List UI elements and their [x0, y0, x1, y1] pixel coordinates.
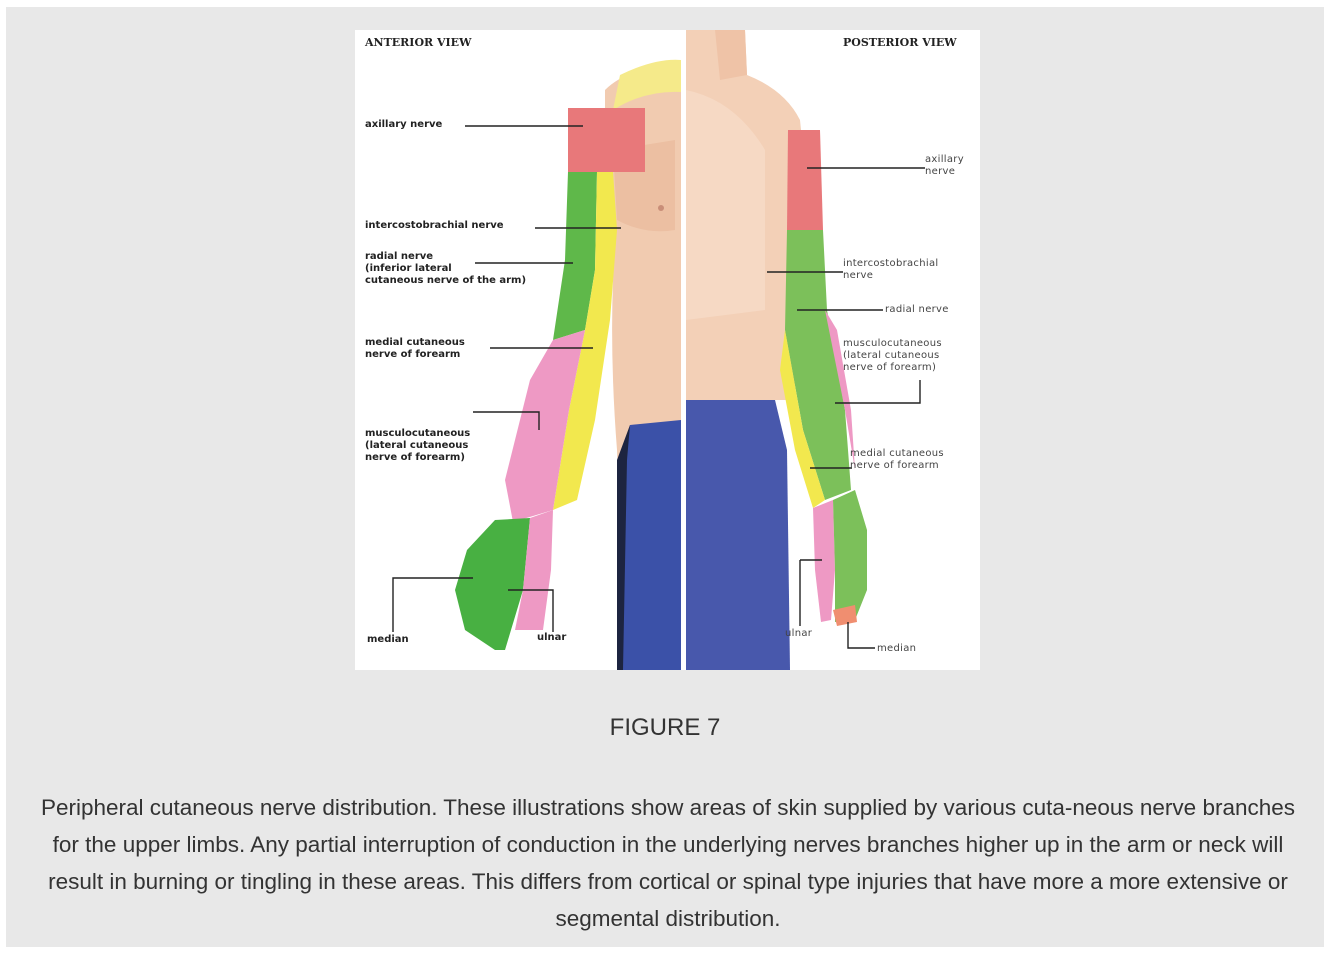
anterior-label-ulnar: ulnar [537, 632, 566, 644]
posterior-label-ulnar: ulnar [785, 628, 812, 640]
nerve-distribution-illustration: ANTERIOR VIEW POSTERIOR VIEW axillary ne… [355, 30, 980, 670]
posterior-label-medial-cutaneous: medial cutaneous nerve of forearm [850, 448, 944, 472]
posterior-label-intercostobrachial: intercostobrachial nerve [843, 258, 938, 282]
anterior-label-musculocutaneous: musculocutaneous (lateral cutaneous nerv… [365, 428, 470, 464]
anterior-label-axillary: axillary nerve [365, 119, 442, 131]
anterior-label-intercostobrachial: intercostobrachial nerve [365, 220, 504, 232]
posterior-shorts [686, 400, 790, 670]
posterior-label-axillary: axillary nerve [925, 154, 964, 178]
posterior-hand-median [833, 490, 867, 622]
figure-caption: Peripheral cutaneous nerve distribution.… [36, 789, 1300, 937]
posterior-label-median: median [877, 643, 916, 655]
posterior-view-heading: POSTERIOR VIEW [843, 36, 957, 49]
posterior-label-musculocutaneous: musculocutaneous (lateral cutaneous nerv… [843, 338, 942, 374]
anterior-label-medial-cutaneous: medial cutaneous nerve of forearm [365, 337, 465, 361]
figure-number: FIGURE 7 [0, 714, 1330, 742]
anterior-view-heading: ANTERIOR VIEW [365, 36, 471, 49]
anterior-median-zone [455, 518, 530, 650]
anterior-label-median: median [367, 634, 409, 646]
anterior-axillary-zone [568, 108, 645, 172]
anterior-label-radial: radial nerve (inferior lateral cutaneous… [365, 251, 526, 287]
posterior-hand-ulnar [813, 500, 835, 622]
posterior-label-radial: radial nerve [885, 304, 949, 316]
posterior-axillary-zone [787, 130, 823, 230]
